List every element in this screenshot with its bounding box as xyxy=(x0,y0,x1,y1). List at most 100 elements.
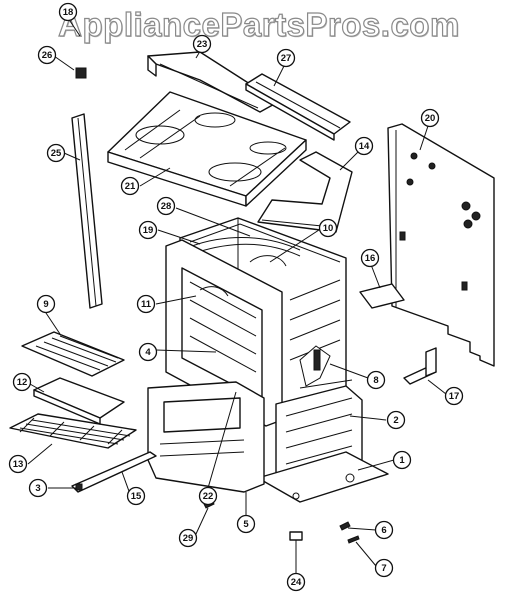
callout-circle xyxy=(360,248,380,268)
callout-label: 8 xyxy=(373,375,378,386)
callout-circle xyxy=(276,48,296,68)
callout-circle xyxy=(12,372,32,392)
callout-21: 21 xyxy=(120,176,140,196)
callout-circle xyxy=(138,342,158,362)
callout-circle xyxy=(444,386,464,406)
screw-part xyxy=(203,499,360,544)
callout-label: 28 xyxy=(161,201,172,212)
callout-label: 12 xyxy=(17,377,28,388)
callout-circle xyxy=(192,34,212,54)
callout-label: 13 xyxy=(13,459,24,470)
callout-circle xyxy=(28,478,48,498)
callout-circle xyxy=(386,410,406,430)
callout-11: 11 xyxy=(136,294,156,314)
callout-label: 1 xyxy=(399,455,405,466)
callout-26: 26 xyxy=(37,45,57,65)
callout-circle xyxy=(354,136,374,156)
burner-box-part xyxy=(107,91,307,207)
callout-label: 25 xyxy=(51,148,62,159)
callout-15: 15 xyxy=(126,486,146,506)
callout-label: 2 xyxy=(393,415,398,426)
callout-label: 27 xyxy=(281,53,292,64)
hinge-part xyxy=(403,347,437,385)
callout-circle xyxy=(36,294,56,314)
callout-label: 20 xyxy=(425,113,436,124)
oven-front-frame-part xyxy=(165,239,283,427)
kick-panel-part xyxy=(147,381,265,493)
callout-label: 22 xyxy=(203,491,214,502)
callout-13: 13 xyxy=(8,454,28,474)
callout-circle xyxy=(286,572,306,592)
cooktop-panel-part xyxy=(245,73,351,141)
callout-circle xyxy=(198,486,218,506)
callout-10: 10 xyxy=(318,218,338,238)
callout-label: 18 xyxy=(63,7,74,18)
callout-label: 16 xyxy=(365,253,376,264)
callout-label: 14 xyxy=(359,141,370,152)
callout-circle xyxy=(58,2,78,22)
callout-4: 4 xyxy=(138,342,158,362)
callout-label: 23 xyxy=(197,39,208,50)
callout-circle xyxy=(120,176,140,196)
broiler-drawer-part xyxy=(257,385,389,503)
callout-label: 9 xyxy=(43,299,48,310)
callout-16: 16 xyxy=(360,248,380,268)
callout-label: 7 xyxy=(381,563,386,574)
callout-29: 29 xyxy=(178,528,198,548)
callout-label: 5 xyxy=(243,519,249,530)
callout-label: 4 xyxy=(145,347,151,358)
callout-circle xyxy=(374,520,394,540)
callout-label: 21 xyxy=(125,181,136,192)
callout-label: 6 xyxy=(381,525,386,536)
callout-circle xyxy=(126,486,146,506)
broiler-pan-part xyxy=(33,377,125,425)
callout-label: 15 xyxy=(131,491,142,502)
callout-14: 14 xyxy=(354,136,374,156)
callout-circle xyxy=(138,220,158,240)
broiler-grid-part xyxy=(21,331,125,377)
rear-panel-part xyxy=(387,123,495,367)
insulation-tray-part xyxy=(359,283,405,309)
callout-1: 1 xyxy=(392,450,412,470)
side-panel-part xyxy=(71,113,103,309)
callout-label: 10 xyxy=(323,223,334,234)
callout-label: 3 xyxy=(35,483,40,494)
callout-5: 5 xyxy=(236,514,256,534)
callout-27: 27 xyxy=(276,48,296,68)
callout-circle xyxy=(420,108,440,128)
callout-circle xyxy=(366,370,386,390)
callout-22: 22 xyxy=(198,486,218,506)
callout-circle xyxy=(236,514,256,534)
callout-25: 25 xyxy=(46,143,66,163)
callout-circle xyxy=(8,454,28,474)
clip-part xyxy=(75,67,87,79)
watermark-logo: AppliancePartsPros.com xyxy=(58,5,460,43)
callout-7: 7 xyxy=(374,558,394,578)
bake-element-part xyxy=(299,345,353,389)
callout-circle xyxy=(46,143,66,163)
callout-label: 24 xyxy=(291,577,302,588)
callout-28: 28 xyxy=(156,196,176,216)
drawer-glide-part xyxy=(71,451,157,493)
callout-6: 6 xyxy=(374,520,394,540)
leader-lines xyxy=(27,17,447,574)
callout-9: 9 xyxy=(36,294,56,314)
callout-2: 2 xyxy=(386,410,406,430)
callout-label: 11 xyxy=(141,299,152,310)
callout-19: 19 xyxy=(138,220,158,240)
callout-24: 24 xyxy=(286,572,306,592)
callout-circle xyxy=(37,45,57,65)
oven-rack-part xyxy=(9,413,137,449)
callout-20: 20 xyxy=(420,108,440,128)
callout-17: 17 xyxy=(444,386,464,406)
callout-circle xyxy=(178,528,198,548)
callout-circle xyxy=(156,196,176,216)
callout-circle xyxy=(136,294,156,314)
callout-label: 26 xyxy=(42,50,53,61)
callout-23: 23 xyxy=(192,34,212,54)
callout-label: 19 xyxy=(143,225,154,236)
callout-circle xyxy=(374,558,394,578)
